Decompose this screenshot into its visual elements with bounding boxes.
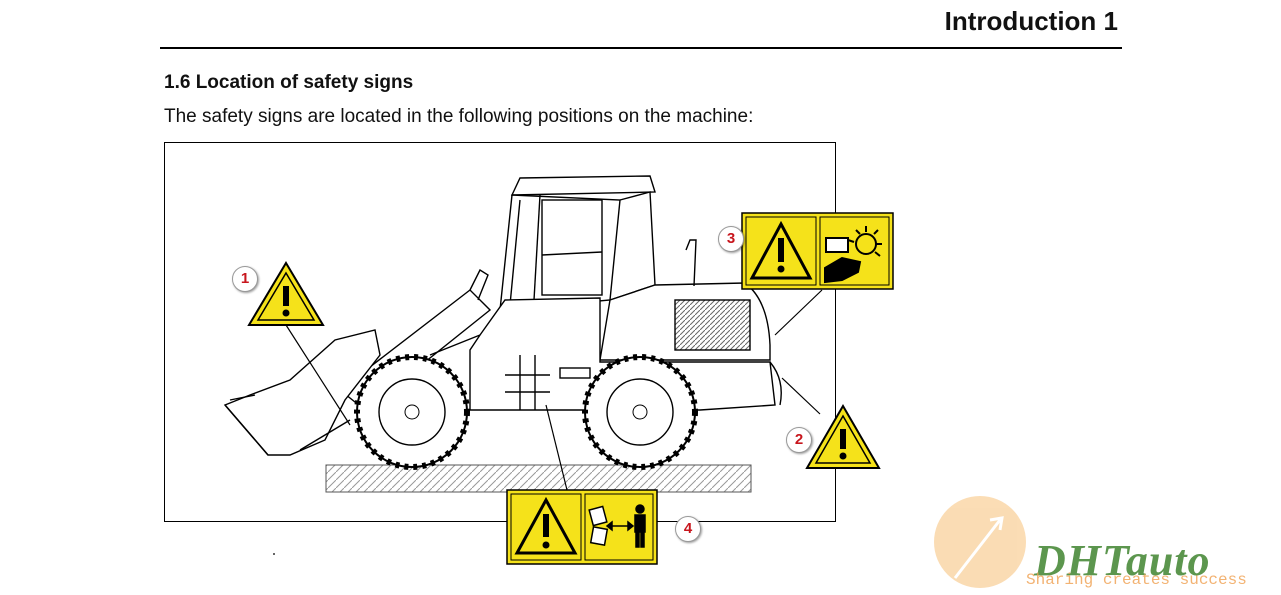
rear-wheel xyxy=(582,354,698,470)
safety-sign-4 xyxy=(506,489,658,565)
ground-slab xyxy=(325,464,752,493)
callout-4: 4 xyxy=(675,516,701,542)
watermark-emblem xyxy=(934,496,1026,588)
header-divider xyxy=(160,47,1122,49)
section-heading: 1.6 Location of safety signs xyxy=(164,72,414,93)
chapter-title: Introduction 1 xyxy=(944,6,1118,36)
callout-1: 1 xyxy=(232,266,258,292)
safety-sign-3 xyxy=(741,212,894,290)
hand-pictogram xyxy=(824,226,882,284)
page-dot xyxy=(273,553,275,555)
watermark-brand: DHTauto xyxy=(1034,536,1211,585)
intro-paragraph: The safety signs are located in the foll… xyxy=(164,106,754,127)
safety-sign-1 xyxy=(247,261,325,326)
figure-frame xyxy=(164,142,836,522)
watermark-tagline: Sharing creates success xyxy=(1026,571,1247,589)
leader-lines xyxy=(285,289,823,491)
callout-3: 3 xyxy=(718,226,744,252)
loader-body xyxy=(223,175,782,456)
safety-sign-2 xyxy=(805,404,881,469)
front-wheel xyxy=(354,354,470,470)
keep-distance-pictogram xyxy=(588,504,646,548)
callout-2: 2 xyxy=(786,427,812,453)
